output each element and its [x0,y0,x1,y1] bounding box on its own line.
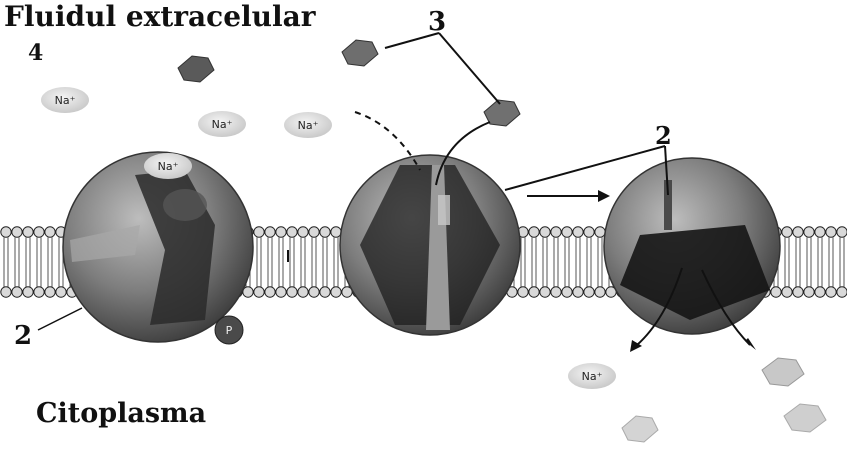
glucose-molecule [622,416,658,442]
arrowhead [745,338,756,350]
label-number-4: 4 [28,40,43,66]
lipid-head [782,227,792,237]
lipid-head [584,227,594,237]
svg-text:Na⁺: Na⁺ [55,94,76,107]
lipid-head [804,287,814,297]
lipid-head [793,287,803,297]
lipid-head [540,227,550,237]
lipid-head [298,227,308,237]
glucose-molecule [178,56,214,82]
cotransporter-protein-releasing [604,158,780,334]
glucose-molecule [784,404,826,432]
sodium-pump-protein [63,152,253,342]
svg-text:P: P [226,324,233,337]
svg-text:Na⁺: Na⁺ [298,119,319,132]
sodium-ion: Na⁺ [568,363,616,389]
lipid-head [562,227,572,237]
lipid-head [815,227,825,237]
lipid-head [771,287,781,297]
lipid-head [243,287,253,297]
lipid-head [804,227,814,237]
lipid-head [287,227,297,237]
lipid-head [562,287,572,297]
sodium-ion: Na⁺ [284,112,332,138]
lipid-head [265,227,275,237]
svg-text:Na⁺: Na⁺ [582,370,603,383]
lipid-head [45,227,55,237]
label-number-3: 3 [428,7,446,37]
lipid-head [287,287,297,297]
lipid-head [45,287,55,297]
svg-text:Na⁺: Na⁺ [158,160,179,173]
label-number-2-left: 2 [14,321,32,351]
lipid-head [254,227,264,237]
lipid-head [23,227,33,237]
lipid-head [826,287,836,297]
extracellular-label: Fluidul extracelular [4,0,317,33]
lipid-head [298,287,308,297]
lipid-head [254,287,264,297]
lipid-head [331,227,341,237]
svg-text:Na⁺: Na⁺ [212,118,233,131]
lipid-head [276,227,286,237]
lipid-head [12,287,22,297]
lipid-head [815,287,825,297]
arrowhead [598,190,610,202]
glucose-molecule [342,40,378,66]
lipid-head [1,287,11,297]
lipid-head [1,227,11,237]
sodium-ion: Na⁺ [144,153,192,179]
lipid-head [34,287,44,297]
lipid-head [56,287,66,297]
glucose-molecule [762,358,804,386]
phosphate-group: P [215,316,243,344]
pointer-line-3b [439,33,500,104]
label-number-2-top: 2 [655,121,672,150]
lipid-head [837,287,847,297]
lipid-head [309,227,319,237]
lipid-head [518,287,528,297]
lipid-head [573,287,583,297]
lipid-head [837,227,847,237]
lipid-head [826,227,836,237]
lipid-head [551,287,561,297]
lipid-head [529,227,539,237]
lipid-head [23,287,33,297]
lipid-head [573,227,583,237]
lipid-head [529,287,539,297]
lipid-head [595,227,605,237]
lipid-head [331,287,341,297]
lipid-head [540,287,550,297]
sodium-ion: Na⁺ [198,111,246,137]
lipid-head [265,287,275,297]
lipid-head [309,287,319,297]
lipid-head [34,227,44,237]
sodium-ion: Na⁺ [41,87,89,113]
lipid-head [595,287,605,297]
cytoplasm-label: Citoplasma [36,398,206,429]
lipid-head [793,227,803,237]
lipid-head [551,227,561,237]
lipid-head [320,227,330,237]
pointer-line-2-left [38,308,82,330]
lipid-head [320,287,330,297]
lipid-head [584,287,594,297]
lipid-head [276,287,286,297]
lipid-head [782,287,792,297]
lipid-head [12,227,22,237]
cotransporter-protein-open [340,155,520,335]
